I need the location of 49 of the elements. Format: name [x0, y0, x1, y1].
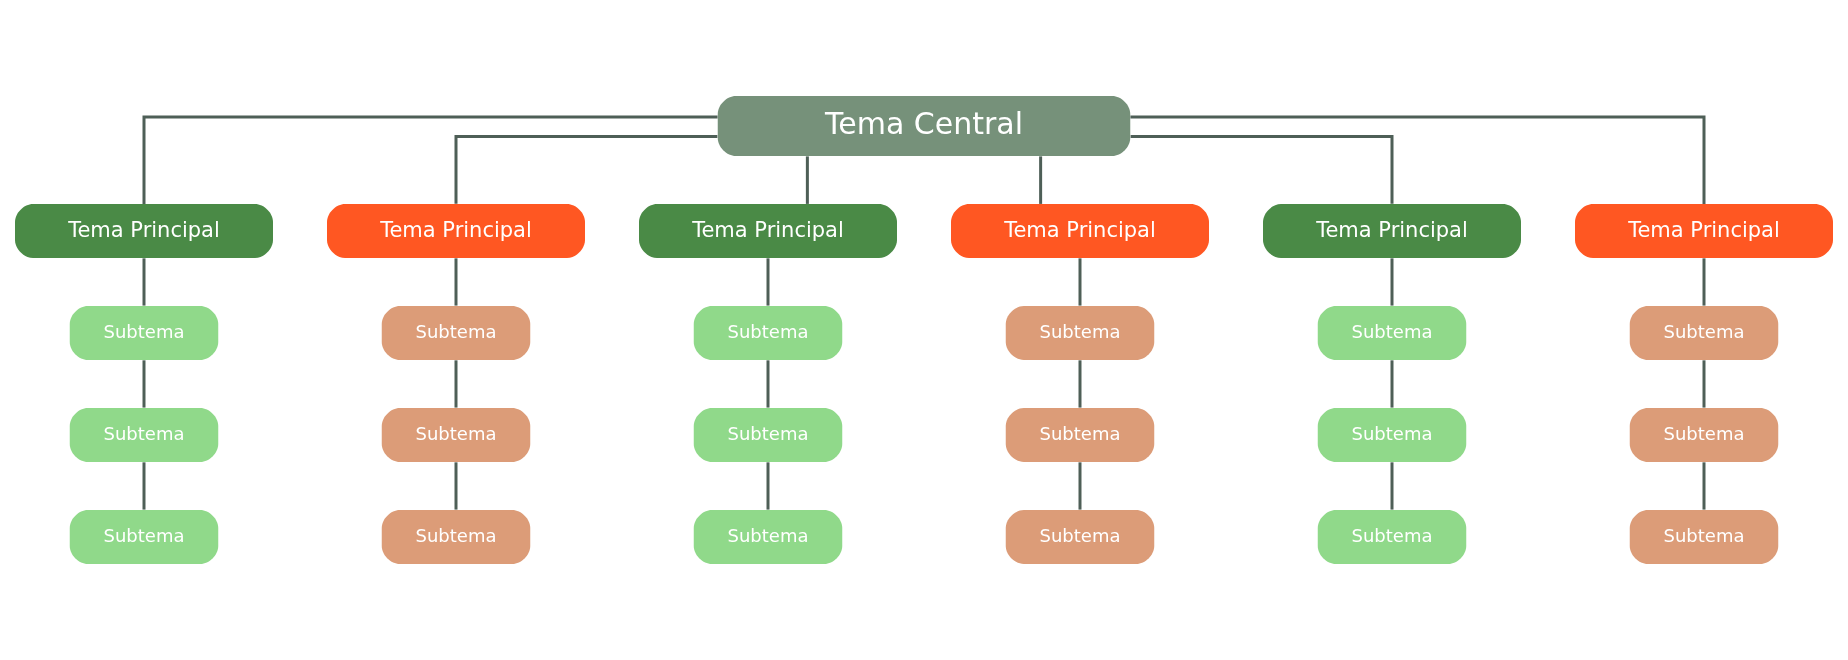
- connector: [454, 360, 458, 408]
- connector: [142, 115, 718, 204]
- node-box: Subtema: [1005, 306, 1155, 360]
- connector: [142, 462, 146, 510]
- node-box: Subtema: [1317, 408, 1467, 462]
- connector: [142, 258, 146, 306]
- node-box: Subtema: [381, 510, 531, 564]
- node-box: Subtema: [69, 408, 219, 462]
- node-box: Subtema: [1629, 510, 1779, 564]
- connector: [1130, 115, 1706, 204]
- node-box: Subtema: [69, 306, 219, 360]
- node-box: Tema Principal: [327, 204, 585, 258]
- connector: [142, 360, 146, 408]
- node-box: Subtema: [69, 510, 219, 564]
- connector: [766, 360, 770, 408]
- connector: [454, 258, 458, 306]
- connector: [454, 462, 458, 510]
- connector: [805, 156, 809, 204]
- node-box: Subtema: [1629, 306, 1779, 360]
- node-box: Tema Principal: [1575, 204, 1833, 258]
- connector: [1039, 156, 1043, 204]
- node-box: Subtema: [381, 408, 531, 462]
- node-box: Tema Principal: [951, 204, 1209, 258]
- node-box: Subtema: [1317, 306, 1467, 360]
- node-box: Subtema: [1317, 510, 1467, 564]
- connector: [1130, 135, 1394, 204]
- connector: [1702, 462, 1706, 510]
- node-box: Subtema: [1629, 408, 1779, 462]
- connector: [454, 135, 718, 204]
- connector: [1078, 462, 1082, 510]
- connector: [1390, 360, 1394, 408]
- node-box: Subtema: [693, 408, 843, 462]
- node-box: Subtema: [381, 306, 531, 360]
- node-box: Tema Principal: [639, 204, 897, 258]
- node-box: Subtema: [693, 306, 843, 360]
- node-box: Tema Principal: [1263, 204, 1521, 258]
- connector: [1390, 462, 1394, 510]
- node-box: Tema Principal: [15, 204, 273, 258]
- node-box: Subtema: [1005, 510, 1155, 564]
- node-box: Tema Central: [717, 96, 1131, 156]
- connector: [1702, 360, 1706, 408]
- connector: [1702, 258, 1706, 306]
- connector: [1078, 360, 1082, 408]
- connector: [1390, 258, 1394, 306]
- connector: [1078, 258, 1082, 306]
- connector: [766, 258, 770, 306]
- connector: [766, 462, 770, 510]
- node-box: Subtema: [1005, 408, 1155, 462]
- node-box: Subtema: [693, 510, 843, 564]
